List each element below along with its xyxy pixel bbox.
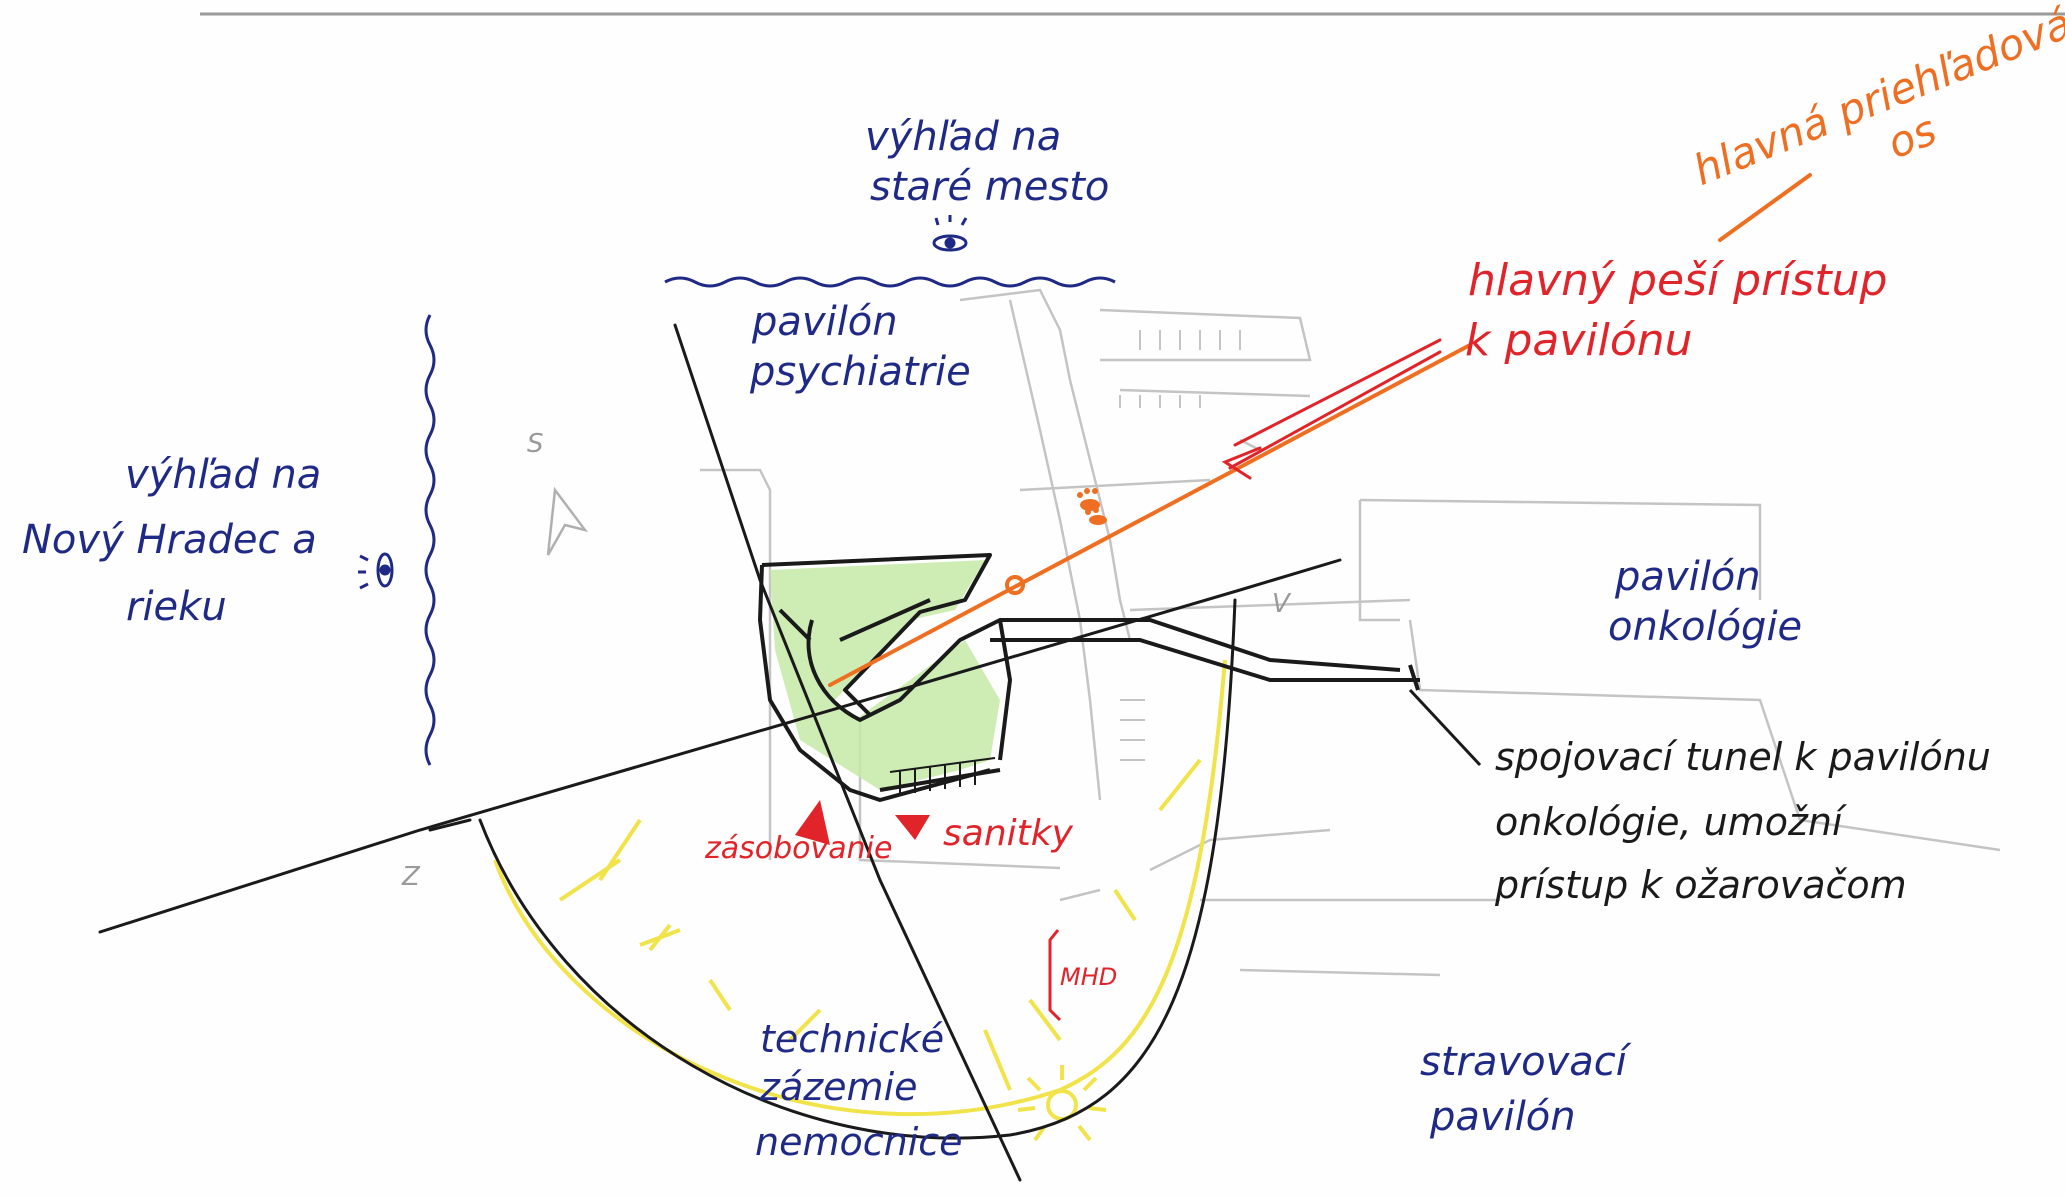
psychiatry-pavilion-label: pavilón psychiatrie <box>749 299 971 395</box>
oncology-pavilion-label: pavilón onkológie <box>1608 554 1802 650</box>
ambulance-label: sanitky <box>943 813 1074 854</box>
transit-bracket <box>1048 929 1062 1022</box>
solar-arc <box>493 659 1227 1117</box>
site-outline <box>98 323 1342 1182</box>
transit-label: MHD <box>1060 963 1117 991</box>
supply-label: zásobovanie <box>704 831 892 866</box>
view-new-castle-label: výhľad na Nový Hradec a rieku <box>22 452 334 630</box>
parking-marks <box>1119 330 1241 761</box>
eye-icon <box>932 215 968 252</box>
ambulance-marker-icon <box>895 815 930 840</box>
dining-pavilion-label: stravovací pavilón <box>1420 1039 1640 1140</box>
view-edges <box>424 276 1116 766</box>
view-old-town-label: výhľad na staré mesto <box>865 114 1109 210</box>
tunnel-note: spojovací tunel k pavilónu onkológie, um… <box>1494 735 2003 907</box>
compass-north-label: S <box>527 429 544 459</box>
footprint-icon <box>1077 488 1107 525</box>
supply-marker-icon <box>795 800 830 845</box>
pavilion-hatch <box>889 757 996 795</box>
pavilion-green-area <box>770 560 1000 790</box>
tunnel-leader-line <box>1408 688 1482 767</box>
main-view-axis <box>828 173 1812 687</box>
eye-icon <box>358 552 394 590</box>
main-axis-label: hlavná priehľadová os <box>1686 0 2065 239</box>
access-arrow <box>1221 338 1442 480</box>
compass-west-label: Z <box>401 862 421 892</box>
pavilion-plan <box>758 553 1420 802</box>
main-access-label: hlavný peší prístup k pavilónu <box>1465 255 1901 366</box>
north-arrow-icon <box>546 486 589 556</box>
compass-east-label: V <box>1272 589 1292 619</box>
technical-zone-label: technické zázemie nemocnice <box>755 1017 963 1164</box>
